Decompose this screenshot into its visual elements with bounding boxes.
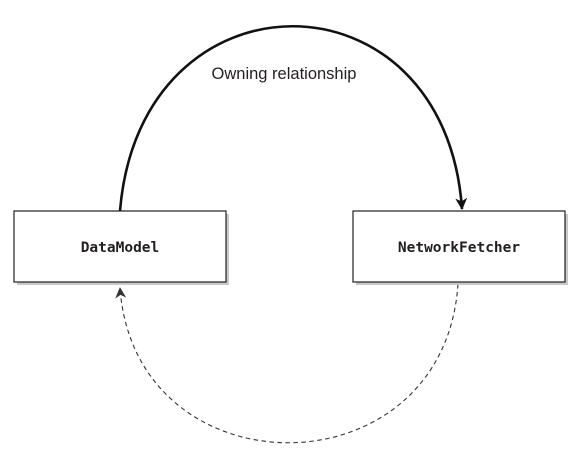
node-network-fetcher-label: NetworkFetcher — [398, 240, 520, 256]
node-data-model-box — [13, 210, 227, 283]
node-data-model: DataModel — [13, 210, 229, 285]
back-reference-edge — [115, 283, 459, 444]
node-network-fetcher-box — [352, 210, 566, 283]
node-network-fetcher: NetworkFetcher — [352, 210, 568, 285]
owning-relationship-edge: Owning relationship — [118, 25, 468, 212]
node-data-model-label: DataModel — [81, 240, 160, 256]
owning-arc — [118, 25, 468, 212]
back-reference-arc — [115, 283, 459, 444]
owning-relationship-label: Owning relationship — [212, 65, 357, 83]
